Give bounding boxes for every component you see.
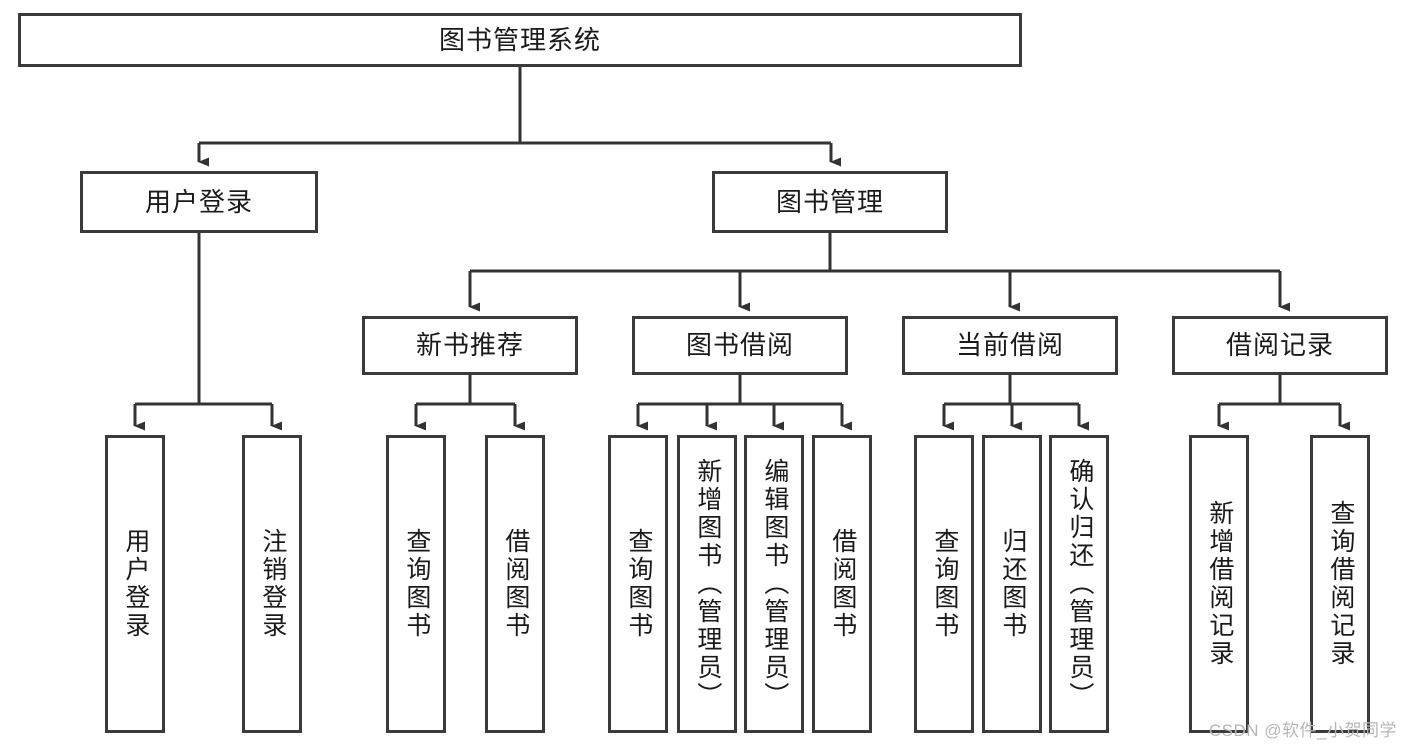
leaf-add-book-admin[interactable]: 新增图书（管理员） — [677, 435, 737, 733]
leaf-query-borrow-record-label: 查询借阅记录 — [1326, 500, 1355, 668]
leaf-query-book-newbook[interactable]: 查询图书 — [386, 435, 446, 733]
watermark: CSDN @软件_小贺同学 — [1208, 721, 1397, 740]
leaf-add-borrow-record-label: 新增借阅记录 — [1205, 500, 1234, 668]
leaf-edit-book-admin[interactable]: 编辑图书（管理员） — [744, 435, 804, 733]
leaf-query-book-current[interactable]: 查询图书 — [914, 435, 974, 733]
leaf-return-book-label: 归还图书 — [998, 528, 1027, 640]
leaf-confirm-return-admin[interactable]: 确认归还（管理员） — [1049, 435, 1109, 733]
node-current-borrow-label: 当前借阅 — [955, 330, 1064, 361]
leaf-query-book-borrow-label: 查询图书 — [624, 528, 653, 640]
leaf-lend-book-label: 借阅图书 — [828, 528, 857, 640]
leaf-query-book-current-label: 查询图书 — [930, 528, 959, 640]
node-book-borrow-label: 图书借阅 — [685, 330, 794, 361]
leaf-borrow-book-newbook[interactable]: 借阅图书 — [485, 435, 545, 733]
leaf-user-login[interactable]: 用户登录 — [105, 435, 165, 733]
leaf-query-book-borrow[interactable]: 查询图书 — [608, 435, 668, 733]
node-current-borrow[interactable]: 当前借阅 — [902, 316, 1118, 375]
leaf-query-book-newbook-label: 查询图书 — [402, 528, 431, 640]
leaf-user-login-label: 用户登录 — [121, 528, 150, 640]
leaf-return-book[interactable]: 归还图书 — [982, 435, 1042, 733]
node-new-book-recommend-label: 新书推荐 — [415, 330, 524, 361]
node-new-book-recommend[interactable]: 新书推荐 — [362, 316, 578, 375]
leaf-add-borrow-record[interactable]: 新增借阅记录 — [1189, 435, 1249, 733]
node-root[interactable]: 图书管理系统 — [18, 13, 1022, 67]
node-book-borrow[interactable]: 图书借阅 — [632, 316, 848, 375]
node-book-management[interactable]: 图书管理 — [712, 171, 948, 233]
node-root-label: 图书管理系统 — [438, 24, 601, 55]
leaf-logout[interactable]: 注销登录 — [242, 435, 302, 733]
leaf-logout-label: 注销登录 — [258, 528, 287, 640]
node-user-login-label: 用户登录 — [144, 186, 253, 217]
node-user-login[interactable]: 用户登录 — [80, 171, 318, 233]
node-borrow-record-label: 借阅记录 — [1225, 330, 1334, 361]
leaf-edit-book-admin-label: 编辑图书（管理员） — [760, 458, 789, 710]
leaf-lend-book[interactable]: 借阅图书 — [812, 435, 872, 733]
leaf-borrow-book-newbook-label: 借阅图书 — [501, 528, 530, 640]
leaf-add-book-admin-label: 新增图书（管理员） — [693, 458, 722, 710]
node-book-management-label: 图书管理 — [775, 186, 884, 217]
node-borrow-record[interactable]: 借阅记录 — [1172, 316, 1388, 375]
leaf-confirm-return-admin-label: 确认归还（管理员） — [1065, 458, 1094, 710]
leaf-query-borrow-record[interactable]: 查询借阅记录 — [1310, 435, 1370, 733]
